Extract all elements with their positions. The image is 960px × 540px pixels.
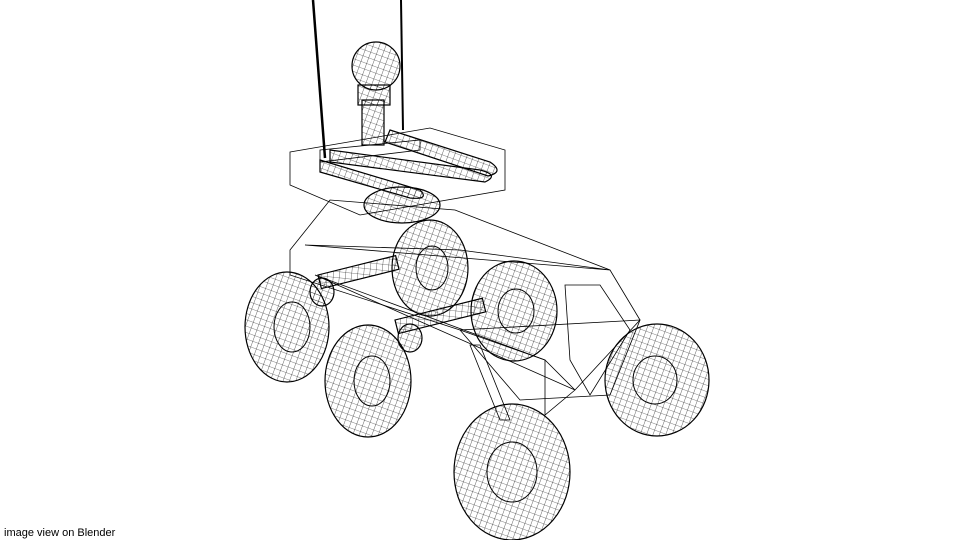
- image-caption: image view on Blender: [4, 527, 116, 539]
- upper-platform: [289, 127, 506, 224]
- axles: [309, 254, 487, 353]
- wheel-front-left: [391, 219, 469, 317]
- wheel-mid-left: [324, 324, 412, 438]
- mast-cables: [311, 0, 404, 159]
- wheel-front-right: [470, 260, 558, 362]
- wheel-mid-left-rear: [244, 271, 330, 383]
- camera-head: [351, 41, 401, 146]
- wheel-rear-left: [453, 403, 571, 540]
- wheel-rear-right: [604, 323, 710, 437]
